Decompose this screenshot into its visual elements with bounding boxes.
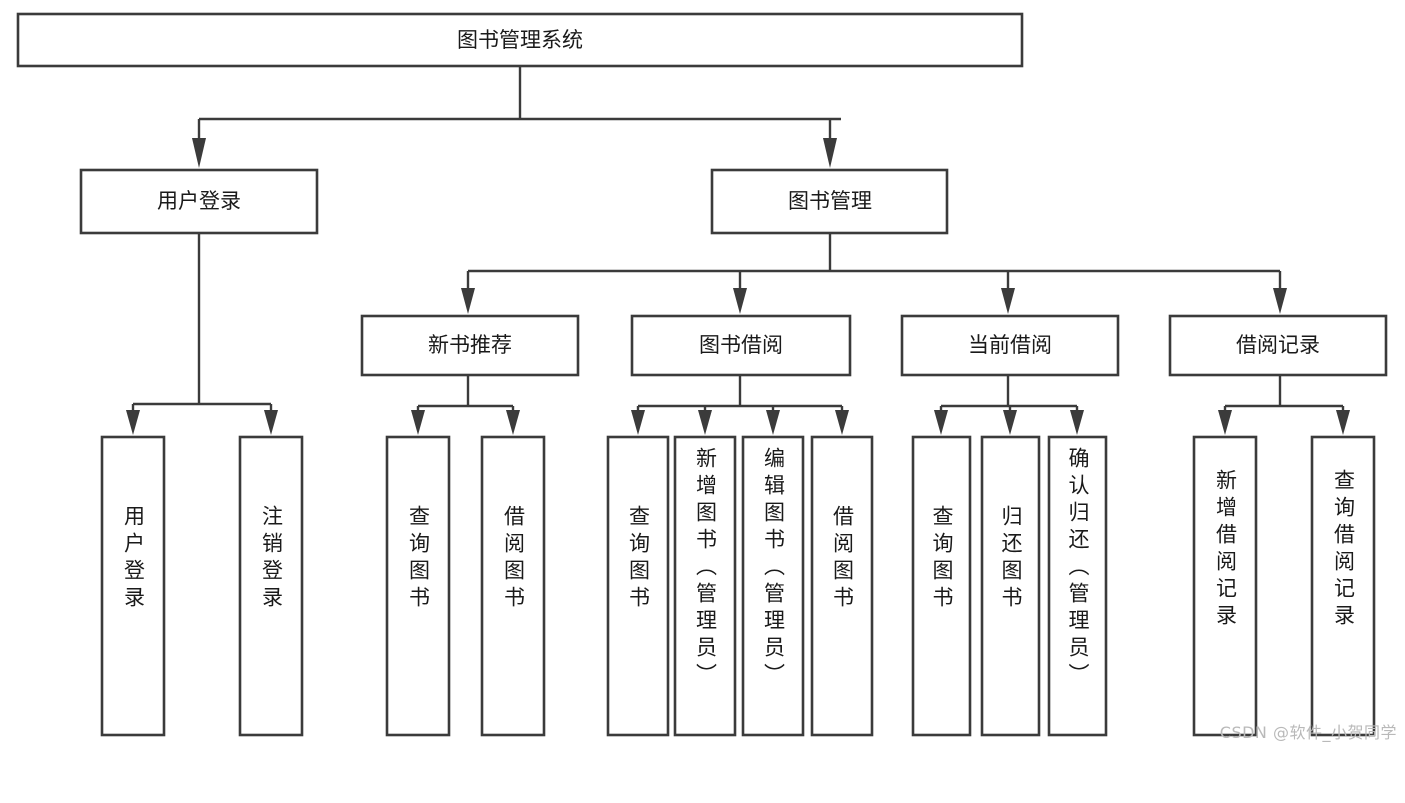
leaf-box-borrow-books-1[interactable] <box>480 435 546 737</box>
node-new-book-recommend-box <box>360 314 580 377</box>
arrow-head-leaf-query-books-3 <box>934 410 948 435</box>
node-new-book-recommend-label: 新书推荐 <box>428 333 512 357</box>
leaf-box-borrow-books-2[interactable] <box>810 435 874 737</box>
leaf-box-query-record[interactable] <box>1310 435 1376 737</box>
arrow-head-leaf-borrow-books-2 <box>835 410 849 435</box>
connector-group-borrow <box>631 375 849 435</box>
node-current-borrow-box <box>900 314 1120 377</box>
arrow-head-leaf-logout <box>264 410 278 435</box>
flowchart-canvas: 图书管理系统 用户登录 图书管理 新书推荐 图书借阅 当前借阅 借阅记录 <box>16 12 1388 737</box>
leaf-box-query-books-2[interactable] <box>606 435 670 737</box>
arrow-head-leaf-query-record <box>1336 410 1350 435</box>
connector-group-borrow-records <box>1218 375 1350 435</box>
node-borrow-records-label: 借阅记录 <box>1236 333 1320 357</box>
leaf-box-add-record[interactable] <box>1192 435 1258 737</box>
arrow-head-user-login <box>192 138 206 168</box>
node-user-login-label: 用户登录 <box>157 189 241 213</box>
leaf-box-return-book[interactable] <box>980 435 1041 737</box>
node-current-borrow-label: 当前借阅 <box>968 333 1052 357</box>
arrow-head-leaf-query-books-1 <box>411 410 425 435</box>
arrow-head-leaf-add-book <box>698 410 712 435</box>
connector-group-current-borrow <box>934 375 1084 435</box>
node-root-system[interactable]: 图书管理系统 <box>16 12 1024 68</box>
arrow-head-leaf-edit-book <box>766 410 780 435</box>
node-book-borrow-box <box>630 314 852 377</box>
leaf-box-query-books-3[interactable] <box>911 435 972 737</box>
node-book-management-label: 图书管理 <box>788 189 872 213</box>
node-root-system-box <box>16 12 1024 68</box>
arrow-head-leaf-return-book <box>1003 410 1017 435</box>
connector-group-book-mgmt <box>461 233 1287 314</box>
node-root-system-label: 图书管理系统 <box>457 28 583 52</box>
leaf-box-edit-book[interactable] <box>741 435 805 737</box>
node-user-login[interactable]: 用户登录 <box>79 168 319 235</box>
arrow-head-leaf-add-record <box>1218 410 1232 435</box>
arrow-head-book-mgmt <box>823 138 837 168</box>
node-new-book-recommend[interactable]: 新书推荐 <box>360 314 580 377</box>
node-borrow-records[interactable]: 借阅记录 <box>1168 314 1388 377</box>
node-book-management-box <box>710 168 949 235</box>
node-book-borrow-label: 图书借阅 <box>699 333 783 357</box>
arrow-head-borrow-records <box>1273 288 1287 314</box>
arrow-head-new-books <box>461 288 475 314</box>
node-current-borrow[interactable]: 当前借阅 <box>900 314 1120 377</box>
leaf-box-confirm-return[interactable] <box>1047 435 1108 737</box>
arrow-head-current-borrow <box>1001 288 1015 314</box>
connector-group-new-books <box>411 375 520 435</box>
arrow-head-leaf-user-login <box>126 410 140 435</box>
node-borrow-records-box <box>1168 314 1388 377</box>
flowchart-diagram: 图书管理系统 用户登录 图书管理 新书推荐 图书借阅 当前借阅 借阅记录 <box>16 12 1397 742</box>
arrow-head-leaf-borrow-books-1 <box>506 410 520 435</box>
node-book-management[interactable]: 图书管理 <box>710 168 949 235</box>
csdn-watermark: CSDN @软件_小贺同学 <box>1219 723 1397 742</box>
leaf-box-user-login[interactable] <box>100 435 166 737</box>
leaf-box-group <box>100 435 1376 737</box>
leaf-box-query-books-1[interactable] <box>385 435 451 737</box>
leaf-box-add-book[interactable] <box>673 435 737 737</box>
arrow-head-leaf-confirm-return <box>1070 410 1084 435</box>
leaf-box-logout[interactable] <box>238 435 304 737</box>
connector-group-user-login <box>126 233 278 435</box>
arrow-head-borrow <box>733 288 747 314</box>
node-book-borrow[interactable]: 图书借阅 <box>630 314 852 377</box>
connector-group-root <box>192 66 841 168</box>
arrow-head-leaf-query-books-2 <box>631 410 645 435</box>
node-user-login-box <box>79 168 319 235</box>
